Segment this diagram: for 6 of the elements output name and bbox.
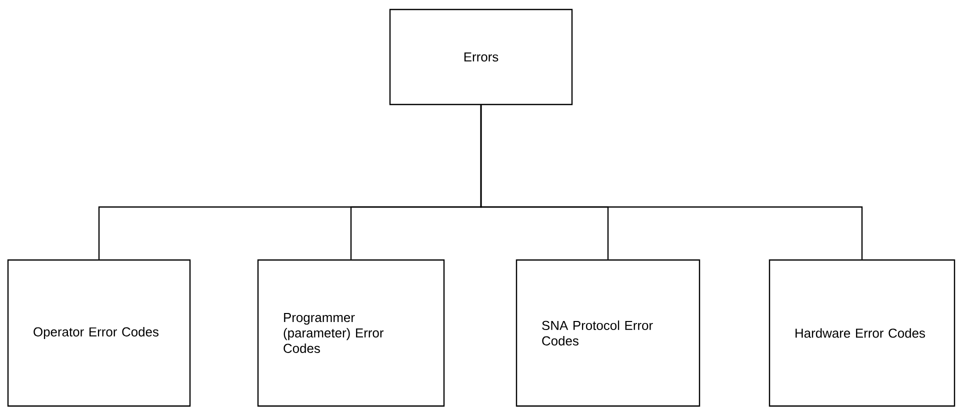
root-box: Errors [389,8,573,106]
connector-line [480,105,863,260]
category-box: Hardware Error Codes [768,259,956,407]
category-box: SNA Protocol Error Codes [516,259,700,407]
category-box: Operator Error Codes [7,259,191,407]
category-box: Programmer (parameter) Error Codes [257,259,445,407]
